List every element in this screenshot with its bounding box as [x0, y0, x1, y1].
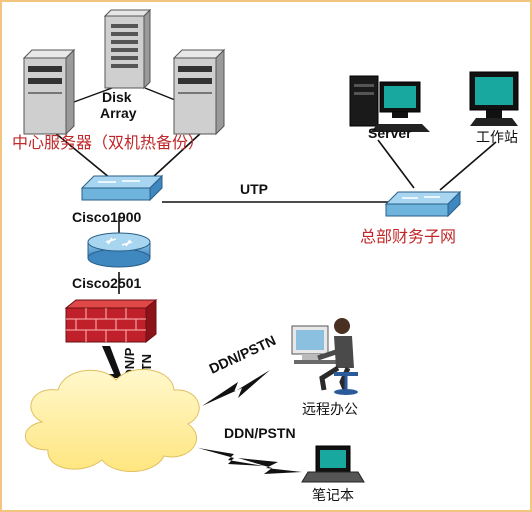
switch-cisco1900-icon [80, 174, 164, 202]
hq-server-icon [349, 75, 430, 132]
utp-link-label: UTP [240, 181, 268, 197]
right-server-icon [172, 48, 226, 136]
laptop-link-label: DDN/PSTN [224, 425, 296, 441]
laptop-label: 笔记本 [312, 488, 354, 504]
disk-array-icon [103, 8, 152, 90]
central-server-label: 中心服务器（双机热备份） [12, 133, 204, 152]
link-hq-server-to-switch [377, 139, 415, 189]
disk-array-label-line2: Array [100, 105, 137, 121]
link-disk-to-left-server [73, 87, 113, 103]
workstation-icon [469, 71, 519, 126]
remote-office-label: 远程办公 [302, 402, 358, 418]
firewall-icon [64, 298, 158, 344]
wan-cloud-icon [24, 368, 200, 472]
link-left-server-to-switch [53, 131, 111, 179]
lightning-bolt-vertical-icon [102, 346, 126, 402]
hq-finance-switch-icon [384, 190, 462, 218]
workstation-label: 工作站 [476, 130, 518, 146]
hq-finance-subnet-label: 总部财务子网 [360, 227, 456, 246]
laptop-icon [301, 445, 365, 483]
router-cisco2501-label: Cisco2501 [72, 275, 141, 291]
router-cisco2501-icon [87, 232, 151, 268]
hq-server-label: Server [368, 125, 412, 141]
link-workstation-to-switch [439, 141, 497, 191]
connection-lines [53, 87, 497, 294]
left-server-icon [22, 48, 76, 136]
link-right-server-to-switch [151, 131, 203, 179]
remote-office-person-icon [291, 318, 358, 395]
lightning-bolt-laptop-icon [198, 448, 264, 466]
remote-link-label: DDN/PSTN [207, 332, 279, 377]
switch-cisco1900-label: Cisco1900 [72, 209, 141, 225]
lightning-bolt-laptop-icon-2 [238, 458, 302, 474]
lightning-bolt-remote-icon [202, 370, 270, 406]
disk-array-label-line1: Disk [102, 89, 132, 105]
